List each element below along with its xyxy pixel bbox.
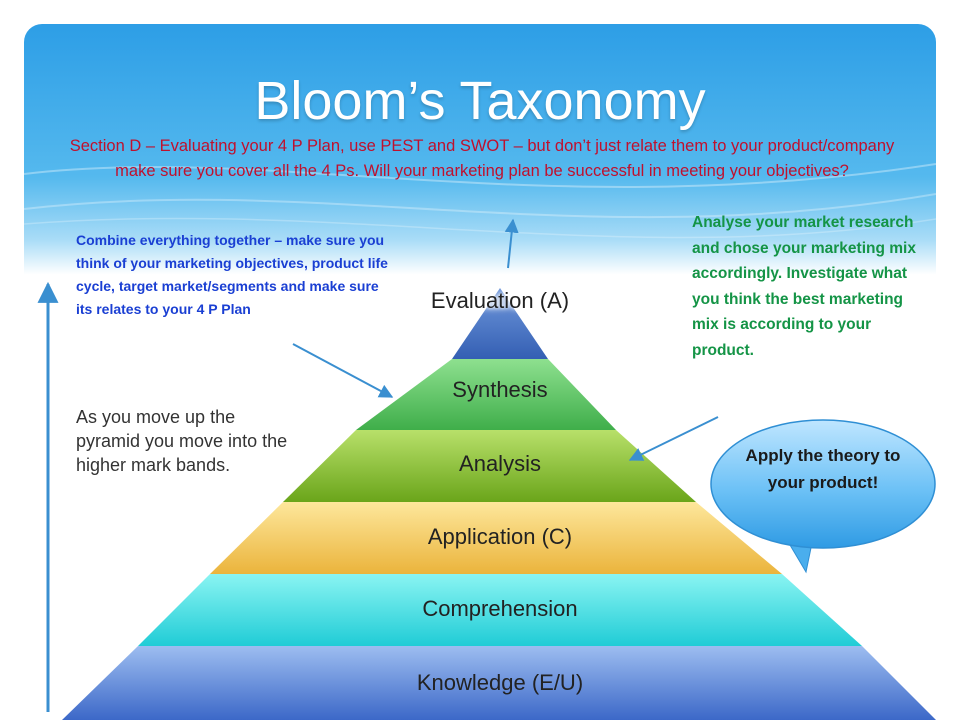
- pyramid-tier-analysis: [283, 430, 696, 502]
- arrow-to-synthesis: [292, 343, 394, 398]
- pyramid-tier-synthesis: [356, 359, 616, 430]
- arrow-to-subtitle: [504, 218, 519, 269]
- callout-text: Apply the theory to your product!: [745, 446, 901, 492]
- pyramid-tier-evaluation: [452, 288, 548, 359]
- tier-label-evaluation: Evaluation (A): [430, 288, 570, 313]
- pyramid-tier-knowledge: [62, 646, 936, 720]
- pyramid-tier-application: [210, 502, 782, 574]
- slide-subtitle: Section D – Evaluating your 4 P Plan, us…: [69, 137, 895, 180]
- synthesis-note: Combine everything together – make sure …: [76, 232, 388, 317]
- header-wave-decoration: [24, 163, 936, 239]
- progression-note: As you move up the pyramid you move into…: [76, 407, 288, 475]
- analysis-note: Analyse your market research and chose y…: [692, 214, 916, 359]
- slide-title: Bloom’s Taxonomy: [254, 71, 706, 131]
- pyramid-tier-comprehension: [138, 574, 862, 646]
- tier-label-analysis: Analysis: [459, 451, 541, 476]
- callout-bubble: [710, 419, 936, 574]
- arrow-to-analysis: [628, 416, 719, 461]
- tier-label-application: Application (C): [427, 524, 573, 549]
- tier-label-synthesis: Synthesis: [452, 377, 548, 402]
- tier-label-knowledge: Knowledge (E/U): [416, 670, 584, 695]
- tier-label-comprehension: Comprehension: [422, 596, 578, 621]
